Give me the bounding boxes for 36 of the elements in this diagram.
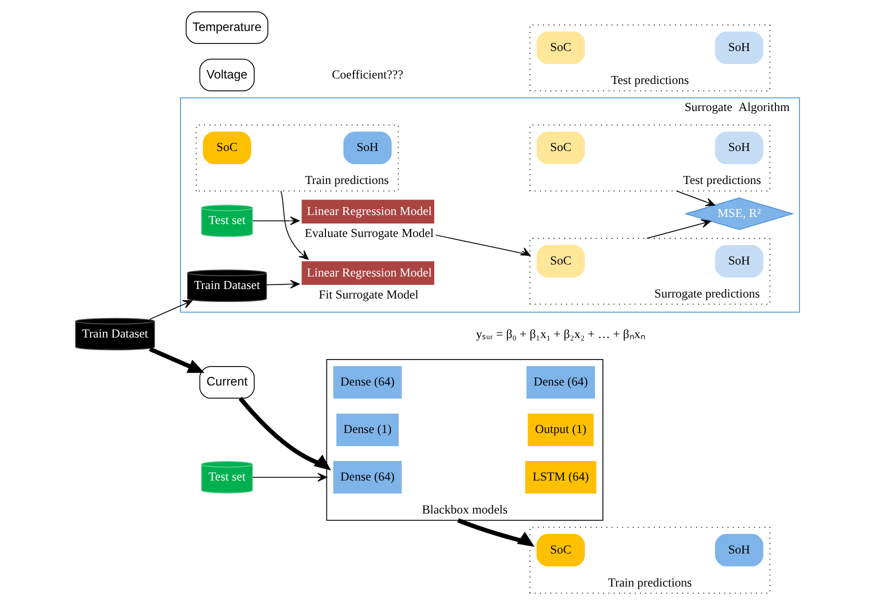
- node-box: SoH: [342, 132, 392, 164]
- node-box: LSTM (64): [524, 461, 596, 494]
- node-box: SoC: [536, 534, 584, 566]
- node-label: Fit Surrogate Model: [318, 287, 418, 302]
- arrow: [252, 216, 300, 226]
- node-box: Dense (64): [332, 366, 402, 399]
- node-box: SoC: [536, 132, 584, 164]
- node-box: Linear Regression Model: [301, 200, 434, 224]
- arrow: [252, 472, 327, 482]
- arrow: [266, 280, 300, 289]
- label: yₛᵤᵣ = β₀ + β₁x₁ + β₂x₂ + … + βₙxₙ: [476, 327, 645, 342]
- arrow: [280, 190, 308, 260]
- node-box: Dense (64): [332, 461, 402, 494]
- arrow: [148, 300, 192, 320]
- node-box: SoH: [714, 132, 763, 164]
- arrow: [434, 234, 530, 256]
- node-box: Linear Regression Model: [301, 261, 434, 285]
- node-box: SoH: [714, 244, 763, 278]
- node-label: Evaluate Surrogate Model: [304, 226, 434, 240]
- label: Coefficient???: [331, 67, 403, 82]
- node-box: SoC: [536, 244, 584, 278]
- node-box: Current: [198, 366, 254, 399]
- arrow: [148, 346, 204, 373]
- arrow: [238, 396, 331, 470]
- node-box: SoC: [536, 32, 584, 64]
- node-box: Dense (1): [336, 414, 398, 446]
- arrow: [456, 518, 534, 547]
- arrow: [675, 190, 715, 206]
- node-box: Temperature: [185, 11, 268, 44]
- node-box: Dense (64): [526, 366, 594, 399]
- node-box: SoH: [714, 534, 763, 566]
- arrow: [646, 219, 710, 239]
- node-box: SoC: [202, 132, 251, 164]
- node-box: SoH: [714, 32, 763, 64]
- node-box: Output (1): [527, 414, 594, 446]
- node-box: Voltage: [198, 58, 254, 92]
